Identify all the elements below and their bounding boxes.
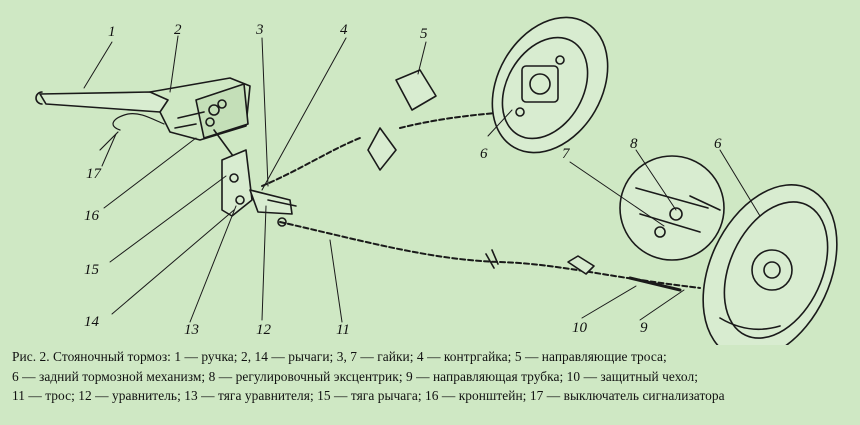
callout-label: 7 xyxy=(562,146,571,162)
callout-label: 15 xyxy=(84,262,100,278)
callout-label: 10 xyxy=(572,320,588,336)
figure-caption: Рис. 2. Стояночный тормоз: 1 — ручка; 2,… xyxy=(12,347,854,406)
callout-label: 3 xyxy=(255,22,264,38)
callout-label: 6 xyxy=(714,136,722,152)
leader-lines xyxy=(83,35,761,323)
caption-line-1: Рис. 2. Стояночный тормоз: 1 — ручка; 2,… xyxy=(12,347,854,367)
callout-label: 14 xyxy=(84,314,100,330)
callout-label: 5 xyxy=(420,26,428,42)
caption-text-1: 1 — ручка; 2, 14 — рычаги; 3, 7 — гайки;… xyxy=(174,349,667,364)
callout-label: 2 xyxy=(174,22,182,38)
rear-brake-upper xyxy=(491,16,609,154)
callout-label: 17 xyxy=(86,166,103,182)
callout-label: 16 xyxy=(84,208,100,224)
detail-inset xyxy=(619,155,725,261)
callout-label: 12 xyxy=(256,322,272,338)
cable-guides xyxy=(367,69,682,292)
callout-label: 13 xyxy=(184,322,199,338)
rear-brake-lower xyxy=(702,184,838,345)
caption-lead: Рис. 2. Стояночный тормоз: xyxy=(12,349,171,364)
callout-label: 1 xyxy=(108,24,116,40)
caption-line-3: 11 — трос; 12 — уравнитель; 13 — тяга ур… xyxy=(12,388,725,403)
callout-label: 6 xyxy=(480,146,488,162)
hand-lever-assembly xyxy=(35,77,251,151)
callout-label: 8 xyxy=(630,136,638,152)
callout-label: 4 xyxy=(340,22,348,38)
callout-label: 9 xyxy=(640,320,648,336)
equalizer-assembly xyxy=(213,129,297,227)
caption-line-2: 6 — задний тормозной механизм; 8 — регул… xyxy=(12,368,699,384)
callout-label: 11 xyxy=(336,322,350,338)
